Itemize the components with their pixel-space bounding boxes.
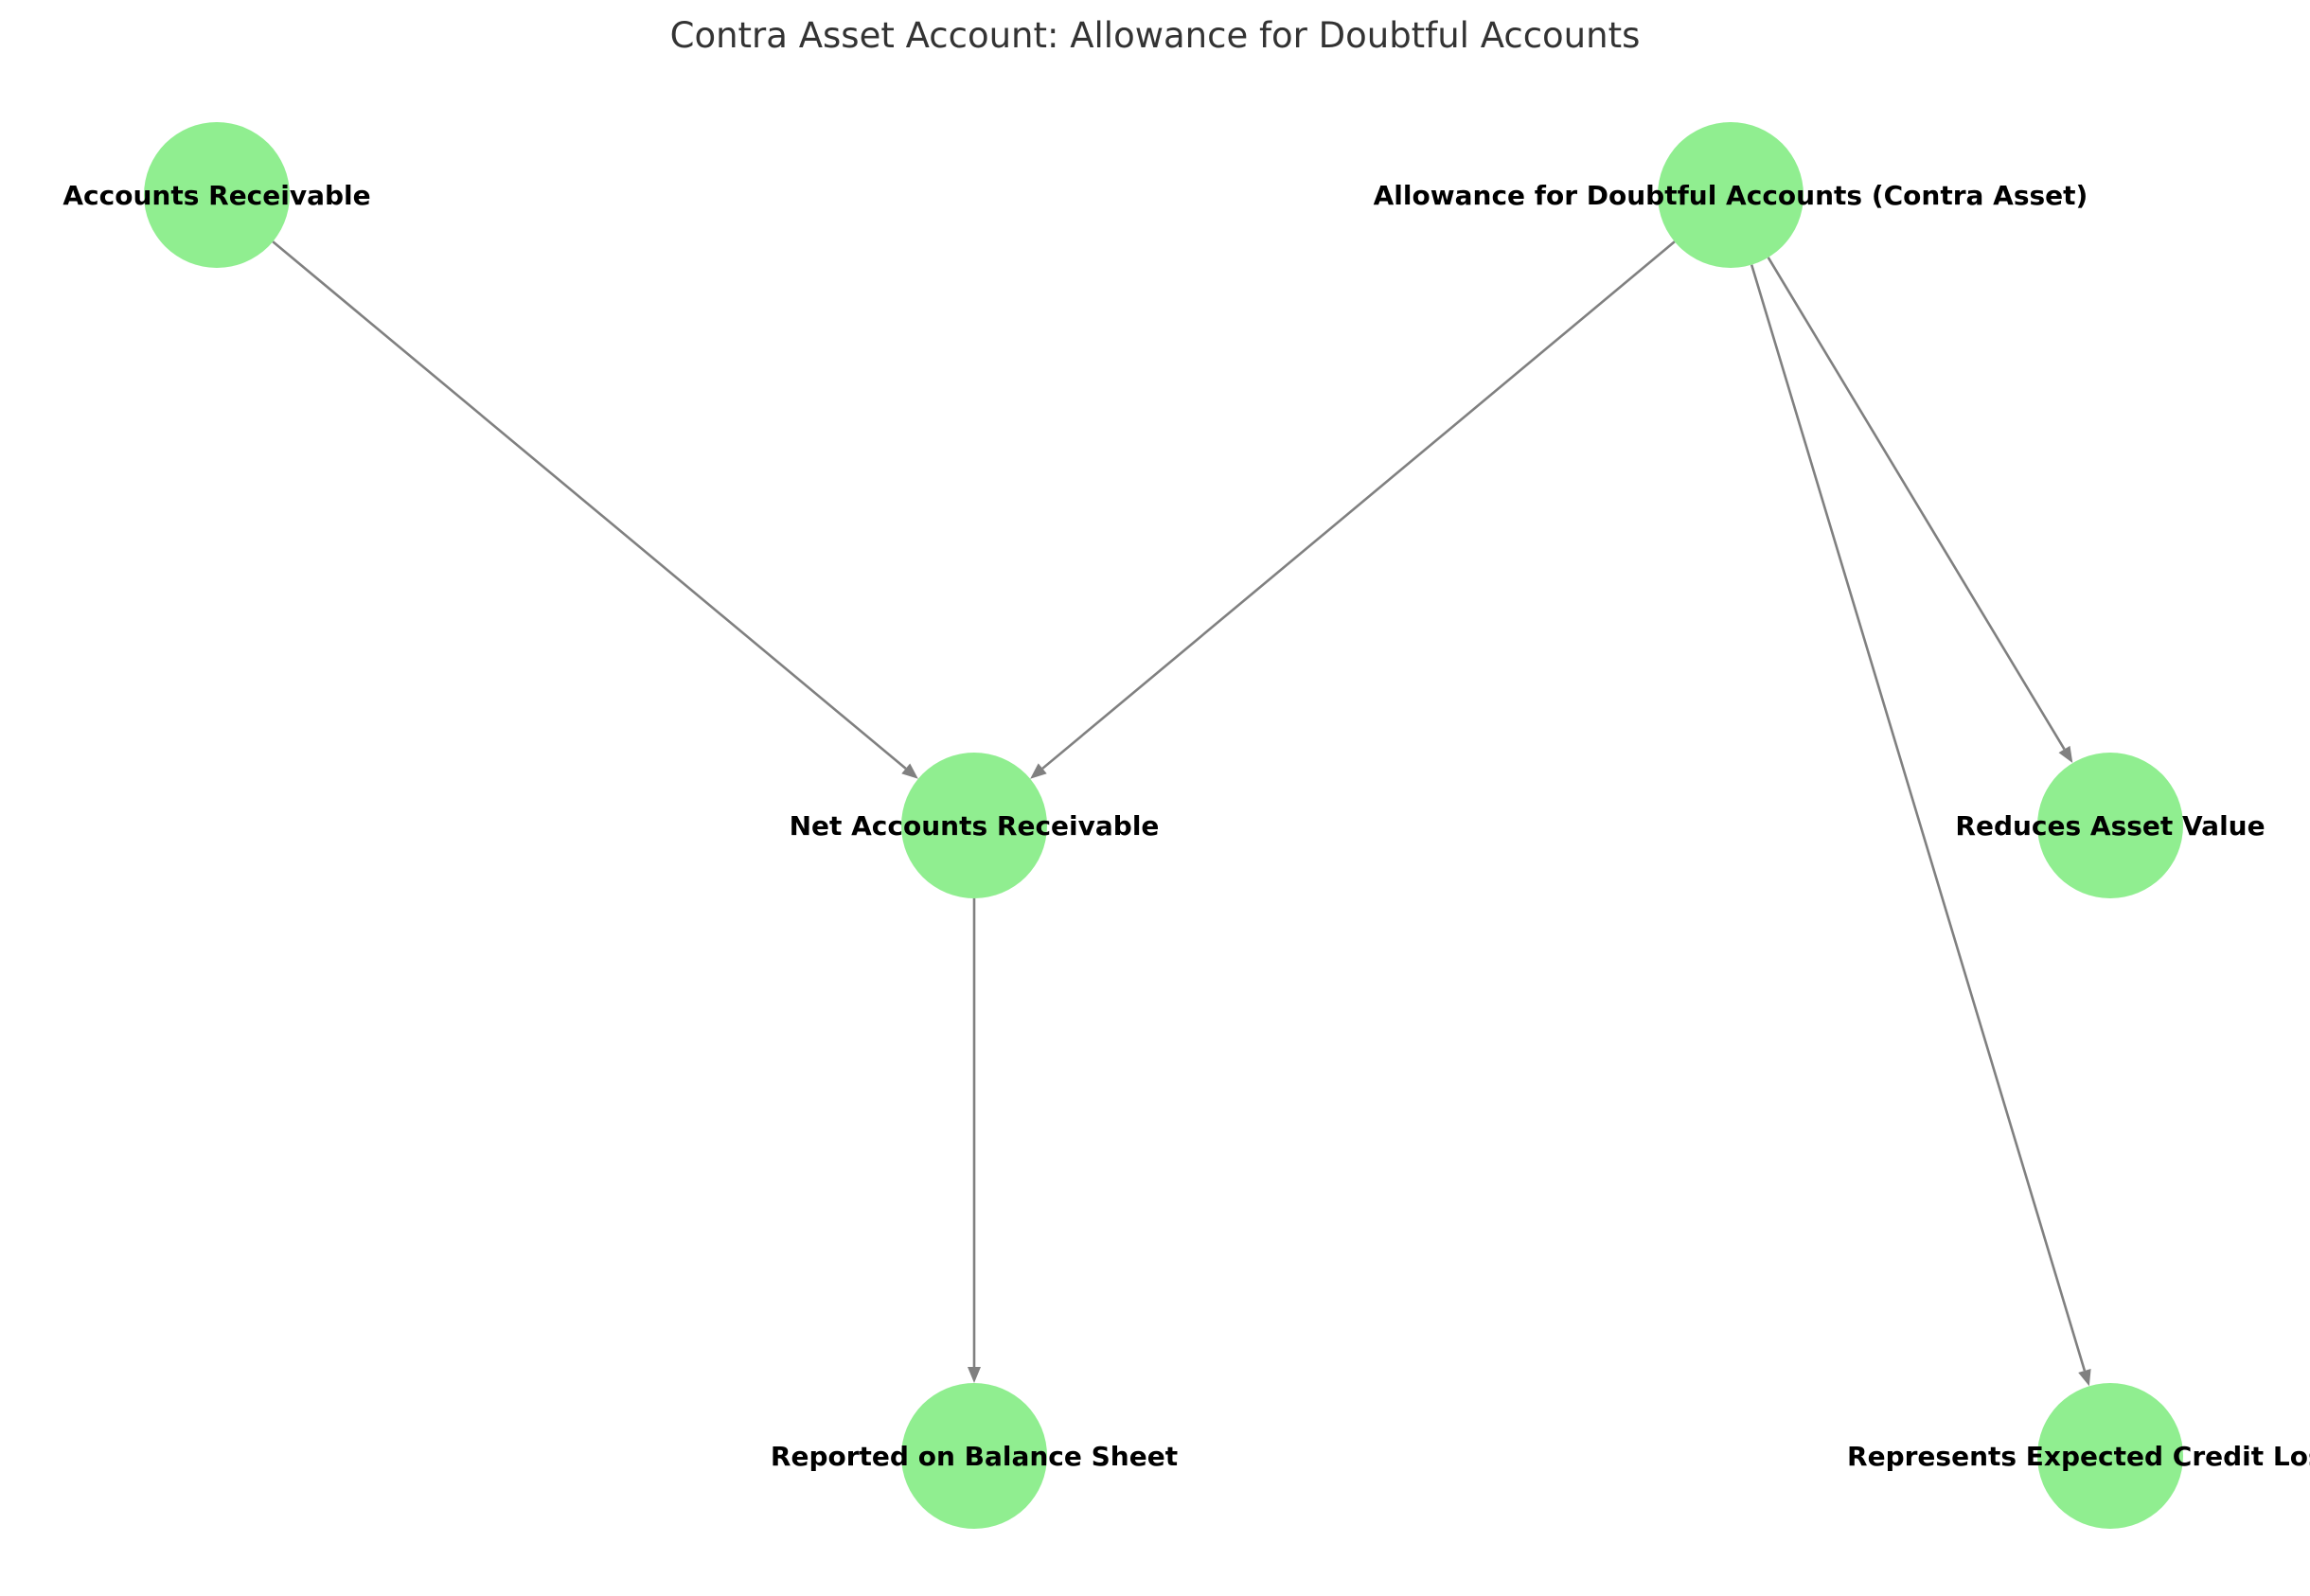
edge-ar-to-net <box>272 240 918 779</box>
arrow-head <box>1030 763 1047 779</box>
node-label: Reported on Balance Sheet <box>771 1441 1178 1472</box>
node-label: Reduces Asset Value <box>1955 810 2265 842</box>
arrow-head <box>2058 745 2073 764</box>
node-allow: Allowance for Doubtful Accounts (Contra … <box>1374 122 2088 268</box>
node-label: Accounts Receivable <box>62 180 370 211</box>
edge-net-to-reported <box>968 898 981 1383</box>
node-circle <box>144 122 290 268</box>
edges-layer <box>272 240 2091 1387</box>
nodes-layer: Accounts Receivable Allowance for Doubtfu… <box>62 122 2310 1529</box>
edge-allow-to-represents <box>1750 264 2091 1387</box>
node-net: Net Accounts Receivable <box>790 753 1160 898</box>
arrow-head <box>901 763 918 779</box>
node-circle <box>2037 753 2183 898</box>
edge-line <box>1750 264 2087 1372</box>
node-ar: Accounts Receivable <box>62 122 371 268</box>
node-circle <box>901 1383 1047 1529</box>
node-label: Net Accounts Receivable <box>790 810 1160 842</box>
node-label: Represents Expected Credit Losses <box>1847 1441 2310 1472</box>
node-circle <box>1658 122 1804 268</box>
edge-allow-to-net <box>1030 240 1676 779</box>
node-reduces: Reduces Asset Value <box>1955 753 2266 898</box>
node-label: Allowance for Doubtful Accounts (Contra … <box>1374 180 2088 211</box>
node-circle <box>901 753 1047 898</box>
arrow-head <box>2078 1368 2091 1387</box>
node-reported: Reported on Balance Sheet <box>771 1383 1178 1529</box>
node-circle <box>2037 1383 2183 1529</box>
edge-line <box>1041 240 1676 770</box>
node-represents: Represents Expected Credit Losses <box>1847 1383 2310 1529</box>
edge-line <box>1767 257 2066 751</box>
edge-line <box>272 240 907 770</box>
arrow-head <box>968 1367 981 1383</box>
diagram-title: Contra Asset Account: Allowance for Doub… <box>670 15 1641 56</box>
edge-allow-to-reduces <box>1767 257 2073 764</box>
